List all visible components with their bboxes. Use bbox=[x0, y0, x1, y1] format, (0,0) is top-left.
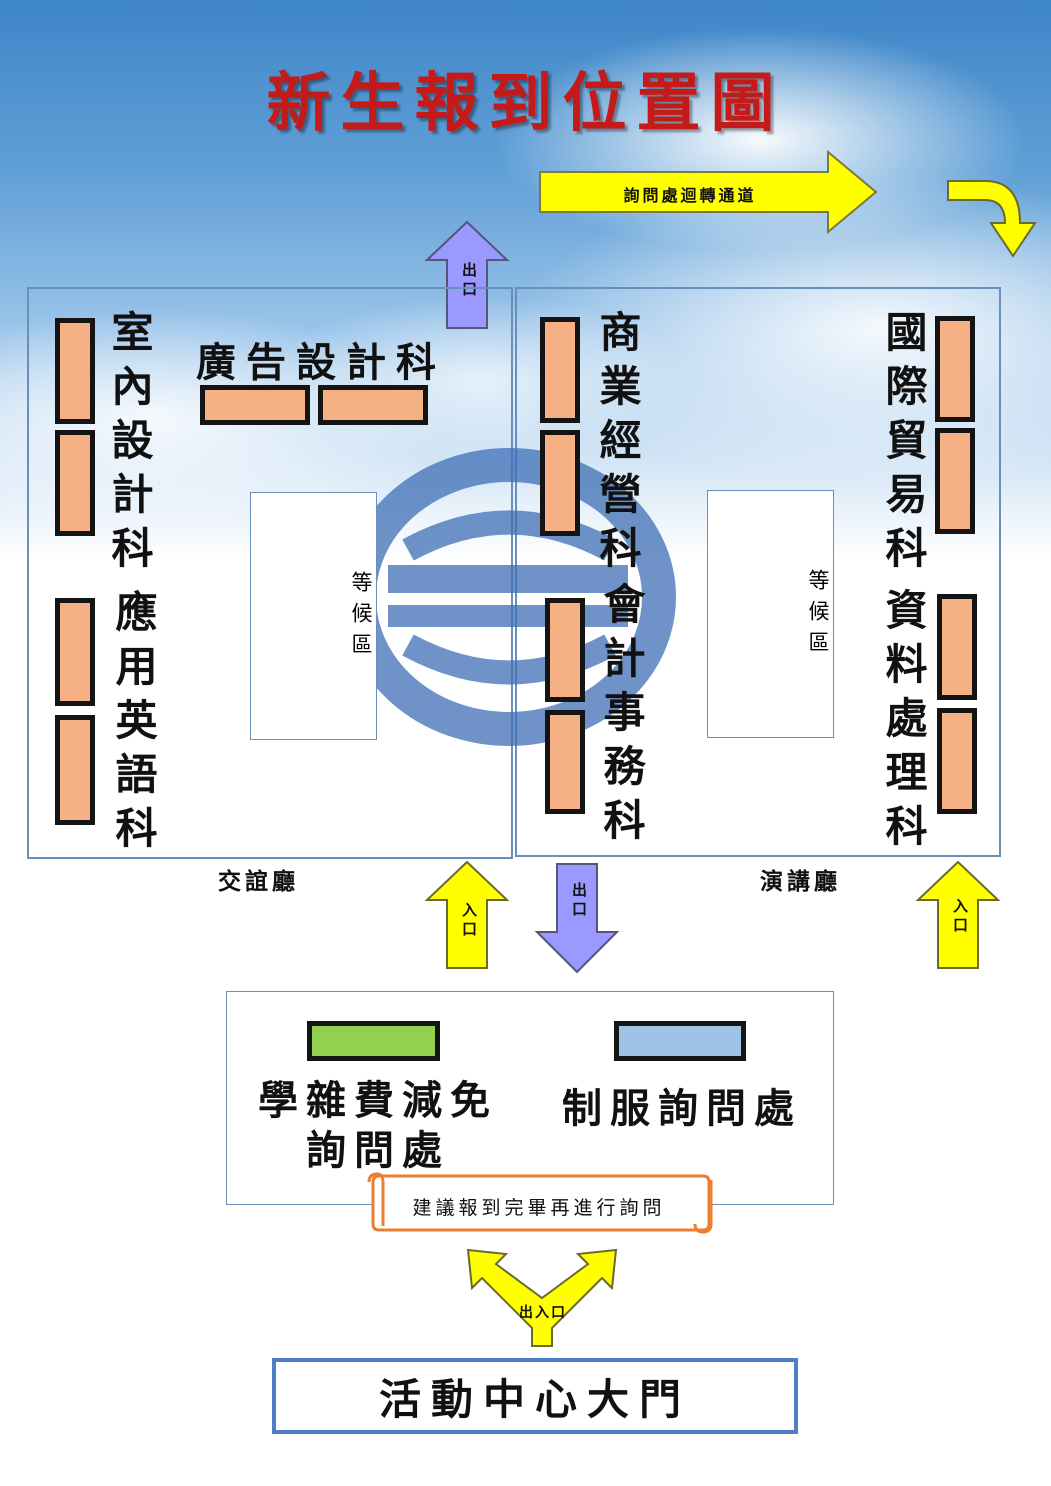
dept-advertising-label: 廣告設計科 bbox=[196, 339, 446, 386]
dept-trade-label: 國際貿易科 bbox=[879, 310, 928, 580]
tuition-label-line2: 詢問處 bbox=[306, 1127, 450, 1174]
tuition-label-line1: 學雜費減免 bbox=[258, 1077, 498, 1124]
left-wait-label: 等候區 bbox=[349, 571, 373, 664]
turnaround-arrow-label: 詢問處迴轉通道 bbox=[623, 186, 757, 205]
dept-business-label: 商業經營科 bbox=[593, 310, 642, 580]
desk-data-1 bbox=[937, 594, 977, 700]
dept-accounting-label: 會計事務科 bbox=[597, 582, 646, 852]
right-entrance-label: 入口 bbox=[951, 898, 969, 936]
right-wait-area: 等候區 bbox=[707, 490, 834, 738]
doorway-arrow bbox=[466, 1248, 618, 1347]
left-entrance-label: 入口 bbox=[460, 902, 478, 940]
right-entrance-arrow bbox=[915, 860, 1001, 969]
top-exit-label: 出口 bbox=[460, 262, 478, 300]
desk-interior-1 bbox=[55, 318, 95, 424]
left-wait-area: 等候區 bbox=[250, 492, 377, 740]
desk-interior-2 bbox=[55, 430, 95, 536]
desk-english-2 bbox=[55, 715, 95, 825]
desk-trade-1 bbox=[935, 316, 975, 422]
desk-trade-2 bbox=[935, 428, 975, 534]
left-entrance-arrow bbox=[424, 860, 510, 969]
top-exit-arrow bbox=[424, 220, 510, 329]
desk-business-2 bbox=[540, 430, 580, 536]
middle-exit-label: 出口 bbox=[570, 882, 588, 920]
desk-english-1 bbox=[55, 598, 95, 706]
uniform-label: 制服詢問處 bbox=[562, 1085, 802, 1132]
middle-exit-arrow bbox=[534, 863, 620, 974]
dept-interior-label: 室內設計科 bbox=[105, 310, 154, 580]
desk-accounting-2 bbox=[545, 710, 585, 814]
desk-accounting-1 bbox=[545, 598, 585, 702]
notice-scroll bbox=[367, 1172, 713, 1234]
desk-business-1 bbox=[540, 317, 580, 423]
notice-text: 建議報到完畢再進行詢問 bbox=[412, 1197, 666, 1219]
doorway-label: 出入口 bbox=[519, 1305, 567, 1321]
dept-data-label: 資料處理科 bbox=[879, 588, 928, 858]
page-title: 新生報到位置圖 bbox=[266, 66, 785, 141]
desk-advertising-1 bbox=[200, 385, 310, 425]
uniform-desk bbox=[614, 1021, 746, 1061]
dept-english-label: 應用英語科 bbox=[109, 590, 158, 860]
turnaround-arrow bbox=[539, 149, 878, 235]
desk-advertising-2 bbox=[318, 385, 428, 425]
desk-data-2 bbox=[937, 708, 977, 814]
left-hall-name: 交誼廳 bbox=[218, 868, 299, 895]
main-gate: 活動中心大門 bbox=[272, 1358, 798, 1434]
right-wait-label: 等候區 bbox=[806, 569, 830, 662]
tuition-desk bbox=[307, 1021, 440, 1061]
right-hall-name: 演講廳 bbox=[760, 868, 841, 895]
curved-arrow-icon bbox=[947, 180, 1037, 258]
